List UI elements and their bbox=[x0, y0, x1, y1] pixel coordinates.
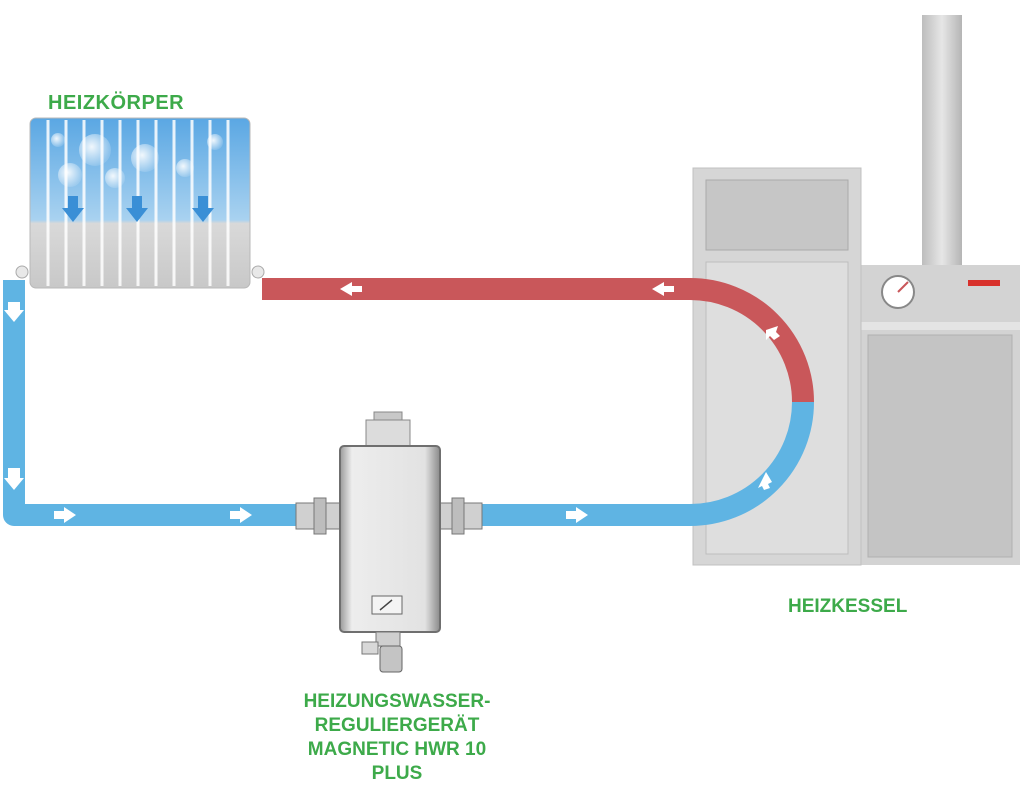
device-label-line-2: REGULIERGERÄT bbox=[314, 715, 480, 736]
boiler-side-unit bbox=[860, 265, 1020, 565]
device-label-line-1: HEIZUNGSWASSER- bbox=[303, 691, 491, 712]
device-label: HEIZUNGSWASSER- REGULIERGERÄT MAGNETIC H… bbox=[262, 690, 532, 786]
white-arrow-icon bbox=[230, 507, 252, 523]
white-arrow-icon bbox=[766, 326, 780, 340]
white-arrow-icon bbox=[758, 472, 772, 490]
arrow-down-icon bbox=[126, 196, 148, 222]
white-arrow-icon bbox=[4, 302, 24, 322]
bubbles bbox=[51, 133, 223, 188]
radiator-label: HEIZKÖRPER bbox=[48, 92, 185, 114]
arrow-down-icon bbox=[62, 196, 84, 222]
red-indicator bbox=[968, 280, 1000, 286]
radiator bbox=[15, 117, 265, 289]
device-label-line-3: MAGNETIC HWR 10 bbox=[307, 739, 487, 760]
white-arrow-icon bbox=[652, 282, 674, 296]
white-arrow-icon bbox=[54, 507, 76, 523]
white-arrow-icon bbox=[340, 282, 362, 296]
hot-supply-pipe bbox=[262, 278, 814, 403]
chimney bbox=[922, 15, 962, 265]
water-regulator-device bbox=[295, 411, 483, 673]
boiler-label: HEIZKESSEL bbox=[788, 596, 908, 617]
device-label-line-4: PLUS bbox=[371, 763, 423, 784]
arrow-down-icon bbox=[192, 196, 214, 222]
white-arrow-icon bbox=[566, 507, 588, 523]
flow-arrows bbox=[4, 282, 780, 523]
cold-return-pipe-left bbox=[3, 280, 300, 526]
white-arrow-icon bbox=[4, 468, 24, 490]
